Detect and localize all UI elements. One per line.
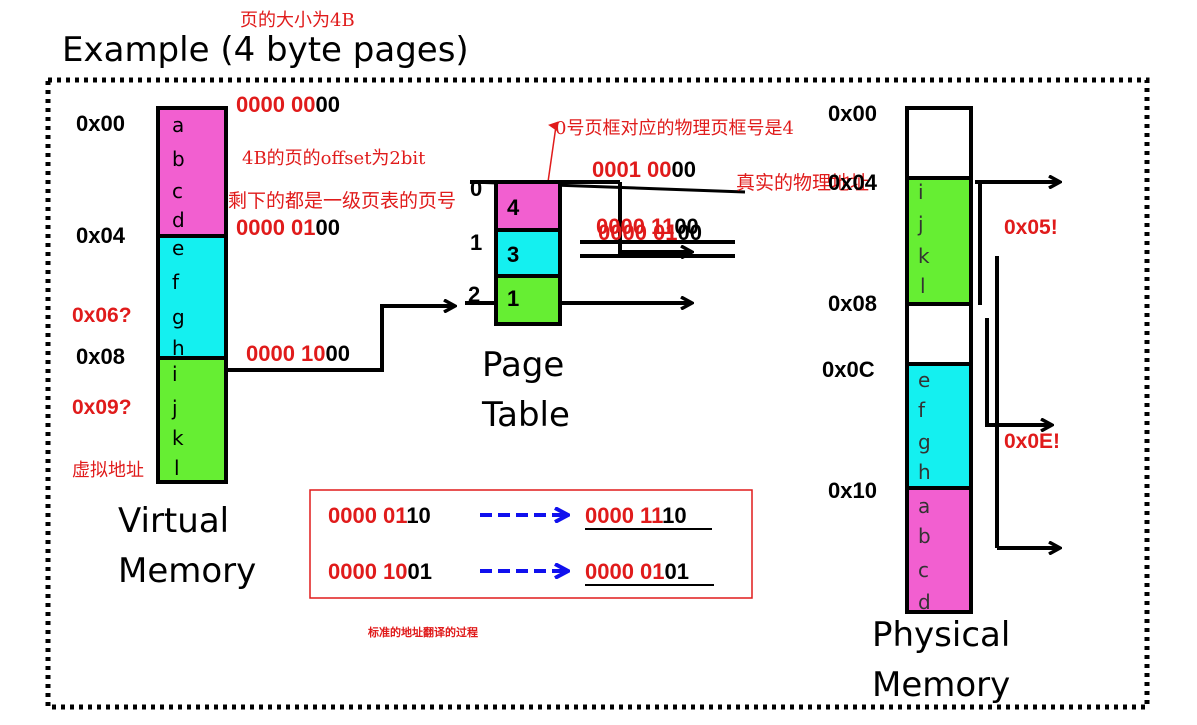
process-note: 标准的地址翻译的过程 [368, 626, 478, 639]
vm-address: 0x04 [76, 223, 125, 248]
pm-address: 0x10 [828, 478, 877, 503]
vm-page-1 [160, 238, 224, 356]
translation-from: 0000 1001 [328, 559, 433, 584]
vm-letter: f [172, 270, 180, 294]
pm-frame-2 [909, 306, 969, 362]
vm-address: 0x08 [76, 344, 125, 369]
pm-letter: b [918, 524, 931, 548]
pm-frame-0 [909, 110, 969, 176]
pm-address: 0x08 [828, 291, 877, 316]
pt-binary-label: 0000 1100 [596, 214, 699, 239]
vm-letter: b [172, 147, 185, 171]
pm-address: 0x04 [828, 170, 877, 195]
dotted-frame [45, 77, 1150, 710]
virtual-addr-note: 虚拟地址 [72, 460, 144, 481]
vm-letter: h [172, 336, 185, 360]
pt-index: 1 [470, 230, 483, 255]
vm-letter: j [172, 396, 178, 420]
translation-from: 0000 0110 [328, 503, 431, 528]
rest-note: 剩下的都是一级页表的页号 [228, 190, 457, 212]
vm-letter: a [172, 113, 185, 137]
pm-letter: e [918, 368, 931, 392]
pm-letter: a [918, 494, 931, 518]
translation-to: 0000 0101 [585, 559, 690, 584]
translation-box [309, 489, 753, 599]
vm-letter: l [174, 456, 180, 480]
vm-address-query: 0x06? [72, 304, 132, 327]
vm-letter: g [172, 305, 185, 329]
pm-letter: d [918, 590, 931, 614]
vm-letter: i [172, 362, 178, 386]
pt-entry-1 [498, 232, 558, 274]
pm-letter: l [920, 274, 926, 298]
frame-note: 0号页框对应的物理页框号是4 [555, 118, 794, 139]
pm-result: 0x0E! [1004, 430, 1061, 453]
vm-letter: c [172, 179, 183, 203]
pm-frame-1 [909, 180, 969, 302]
page-size-note: 页的大小为4B [240, 10, 355, 31]
pt-index: 0 [470, 176, 483, 201]
pm-letter: c [918, 558, 929, 582]
pm-frame-4 [909, 490, 969, 610]
pm-letter: j [918, 212, 924, 236]
pt-entry-2 [498, 278, 558, 322]
vm-binary-label: 0000 0000 [236, 92, 341, 117]
pt-entry-value: 1 [507, 286, 520, 311]
pt-binary-label: 0001 0000 [592, 157, 697, 182]
page-table-column [494, 180, 562, 326]
vm-letter: d [172, 208, 185, 232]
page-title: Example (4 byte pages) [62, 30, 469, 70]
physical-memory-column [905, 106, 973, 614]
vm-page-0 [160, 110, 224, 234]
pt-entry-value: 3 [507, 242, 520, 267]
pm-letter: k [918, 244, 930, 268]
pm-address: 0x0C [822, 357, 875, 382]
pt-binary-label: 0000 0100 [598, 220, 703, 245]
offset-note: 4B的页的offset为2bit [242, 148, 426, 169]
pm-letter: h [918, 460, 931, 484]
pm-letter: i [918, 180, 924, 204]
pt-entry-0 [498, 184, 558, 228]
virtual-memory-column [156, 106, 228, 484]
real-addr-note: 真实的物理地址 [736, 172, 870, 194]
pm-address: 0x00 [828, 101, 877, 126]
vm-letter: k [172, 426, 184, 450]
pt-index: 2 [468, 282, 481, 307]
pm-letter: f [918, 398, 926, 422]
vm-binary-label: 0000 1000 [246, 341, 351, 366]
vm-binary-label: 0000 0100 [236, 215, 341, 240]
pm-letter: g [918, 430, 931, 454]
pm-result: 0x05! [1004, 216, 1058, 239]
pt-entry-value: 4 [507, 195, 520, 220]
vm-to-pt-arrow [228, 306, 455, 372]
vm-address: 0x00 [76, 111, 125, 136]
vm-address-query: 0x09? [72, 396, 132, 419]
vm-letter: e [172, 236, 185, 260]
translation-to: 0000 1110 [585, 503, 687, 528]
vm-page-2 [160, 360, 224, 480]
pm-frame-3 [909, 366, 969, 486]
